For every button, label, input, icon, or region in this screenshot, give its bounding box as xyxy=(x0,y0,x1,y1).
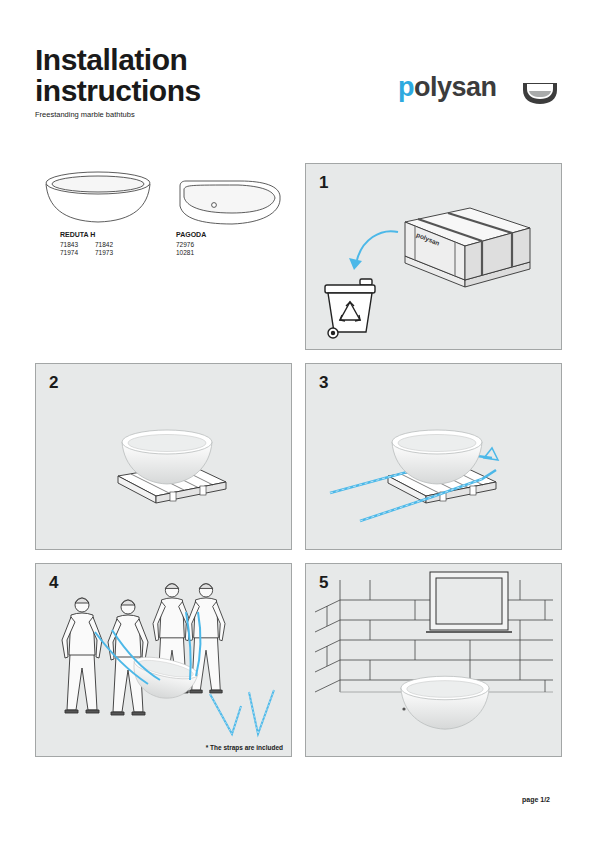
product-sketch xyxy=(52,176,144,192)
tub-with-straps xyxy=(392,430,482,484)
step-number: 2 xyxy=(49,373,58,393)
step-panel: 1 xyxy=(305,163,562,350)
tub-with-straps xyxy=(360,479,482,521)
brand-logo: polysan xyxy=(398,72,497,103)
recycling-bin xyxy=(340,315,345,321)
window xyxy=(426,631,512,633)
product-sketch xyxy=(180,181,280,224)
lifting-team xyxy=(210,694,241,734)
discard-arrow xyxy=(349,258,362,270)
discard-arrow xyxy=(357,231,398,260)
product-sketch xyxy=(212,203,217,208)
window xyxy=(430,572,508,630)
product-sketch xyxy=(46,172,150,194)
panel-grounds xyxy=(35,563,292,757)
tub-with-straps xyxy=(330,430,498,521)
subtitle: Freestanding marble bathtubs xyxy=(35,111,135,120)
step-panel: 4 * The straps are included xyxy=(35,563,292,757)
lifting-team xyxy=(249,690,274,734)
panel-grounds xyxy=(305,163,562,350)
product-name: PAGODA xyxy=(176,231,206,239)
logo-rest: olysan xyxy=(414,72,497,102)
product-code: 71974 xyxy=(60,249,78,256)
recycling-bin xyxy=(340,302,360,320)
bathroom-wall xyxy=(315,600,340,612)
tub-on-pallet xyxy=(118,430,226,503)
step-panel: 3 xyxy=(305,363,562,550)
panel-grounds xyxy=(305,363,562,550)
recycling-bin xyxy=(328,293,372,332)
lifting-team xyxy=(95,632,148,684)
logo-icon xyxy=(523,83,557,104)
recycling-bin xyxy=(355,315,360,321)
tub-on-pallet xyxy=(122,430,212,484)
lifting-team xyxy=(210,694,241,734)
step-panel: 5 xyxy=(305,563,562,757)
window xyxy=(436,578,502,624)
product-sketch xyxy=(180,181,280,224)
panel-grounds xyxy=(35,163,562,757)
panel-grounds xyxy=(35,363,292,550)
recycling-bin xyxy=(325,279,375,338)
lifting-team xyxy=(249,690,274,734)
lifting-team xyxy=(62,598,102,713)
step-note: * The straps are included xyxy=(206,744,283,751)
discard-arrow xyxy=(349,231,398,270)
recycling-bin xyxy=(346,302,354,306)
product-name: REDUTA H xyxy=(60,231,95,239)
packed-crate xyxy=(465,228,530,280)
bathroom-wall xyxy=(340,580,341,692)
bathroom-wall xyxy=(327,606,328,686)
packed-crate xyxy=(448,213,512,233)
step-number: 1 xyxy=(319,173,328,193)
packed-crate xyxy=(414,226,415,260)
installed-tub xyxy=(401,676,489,729)
packed-crate xyxy=(481,241,483,275)
product-code: 71843 xyxy=(60,241,78,248)
installed-tub xyxy=(401,676,489,729)
recycling-bin xyxy=(360,279,372,285)
step-number: 5 xyxy=(319,573,328,593)
logo-icon xyxy=(523,83,557,104)
logo-icon xyxy=(529,91,551,97)
logo-initial: p xyxy=(398,72,414,102)
packed-crate xyxy=(405,208,530,287)
bathroom-wall xyxy=(315,680,340,692)
tub-with-straps xyxy=(484,448,498,460)
product-code: 72976 xyxy=(176,241,194,248)
bathroom-wall xyxy=(340,640,553,641)
recycling-bin xyxy=(328,328,338,338)
lifting-team xyxy=(186,612,191,680)
step-number: 4 xyxy=(49,573,58,593)
step-number: 3 xyxy=(319,373,328,393)
bathroom-wall xyxy=(315,660,340,672)
product-sketch xyxy=(184,185,275,213)
product-code: 71973 xyxy=(95,249,113,256)
lifting-team xyxy=(62,584,274,734)
bathroom-wall xyxy=(340,660,553,661)
step-panel: 2 xyxy=(35,363,292,550)
packed-crate xyxy=(511,233,513,267)
sheet-title: Installation instructions xyxy=(35,44,250,106)
recycling-bin xyxy=(332,332,335,335)
panel-grounds xyxy=(305,563,562,757)
product-sketch xyxy=(46,172,150,222)
window xyxy=(426,572,512,632)
lifting-team xyxy=(112,630,160,680)
recycling-bin xyxy=(325,285,375,293)
logo-icon xyxy=(527,84,553,99)
installed-tub xyxy=(402,707,405,710)
page-number: page 1/2 xyxy=(522,796,550,804)
bathroom-wall xyxy=(315,640,340,652)
product-code: 71842 xyxy=(95,241,113,248)
product-code: 10281 xyxy=(176,249,194,256)
bathroom-wall xyxy=(315,620,340,632)
lifting-team xyxy=(196,612,201,676)
packed-crate xyxy=(405,222,465,280)
packed-crate xyxy=(454,242,455,276)
